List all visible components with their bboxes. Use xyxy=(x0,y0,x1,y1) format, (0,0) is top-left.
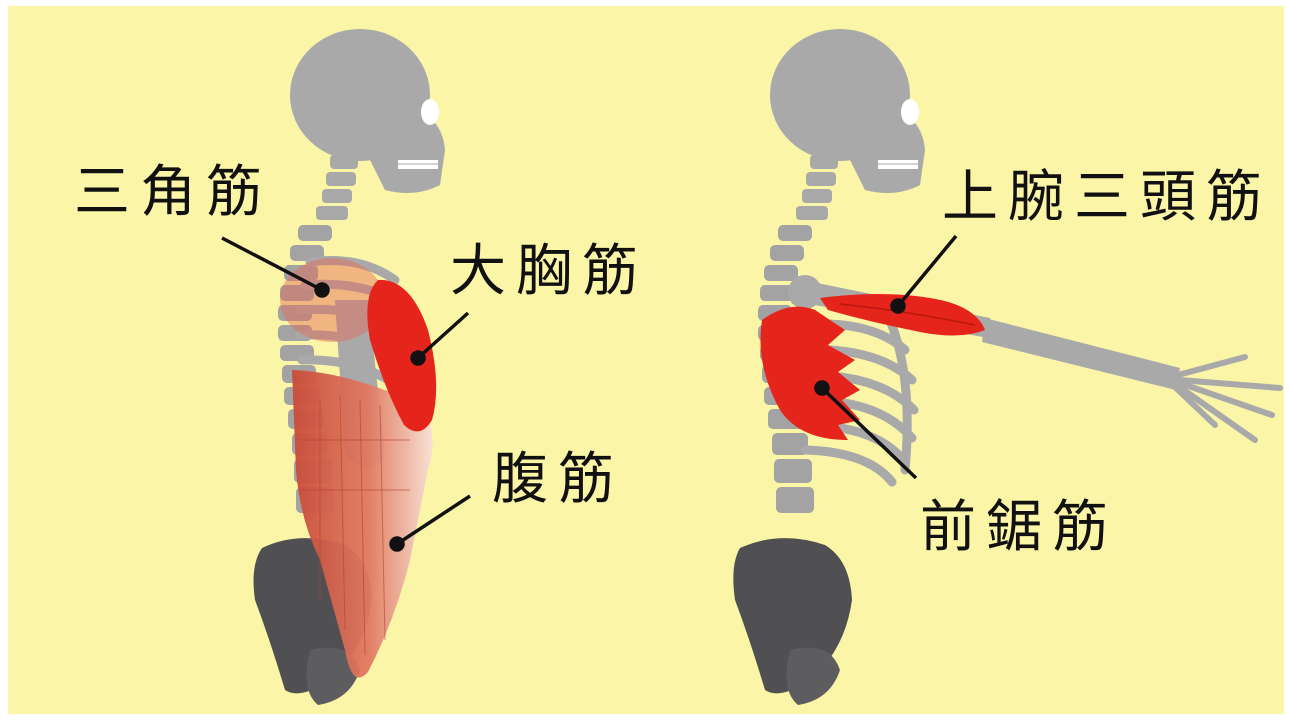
label-abdominals: 腹筋 xyxy=(492,452,624,508)
label-serratus-anterior: 前鋸筋 xyxy=(920,500,1118,556)
triceps-leader-line xyxy=(898,236,956,306)
forearm-right xyxy=(982,318,1180,390)
skull-right xyxy=(770,29,925,193)
skull-left xyxy=(290,29,445,193)
right-muscles xyxy=(760,294,985,440)
neck-vertebrae-left xyxy=(316,155,358,220)
label-triceps: 上腕三頭筋 xyxy=(942,170,1272,226)
label-pectoralis-major: 大胸筋 xyxy=(450,244,648,300)
femur-head-right xyxy=(786,648,840,706)
label-deltoid: 三角筋 xyxy=(74,165,272,221)
hand-right xyxy=(1176,357,1280,440)
neck-vertebrae-right xyxy=(796,155,838,220)
